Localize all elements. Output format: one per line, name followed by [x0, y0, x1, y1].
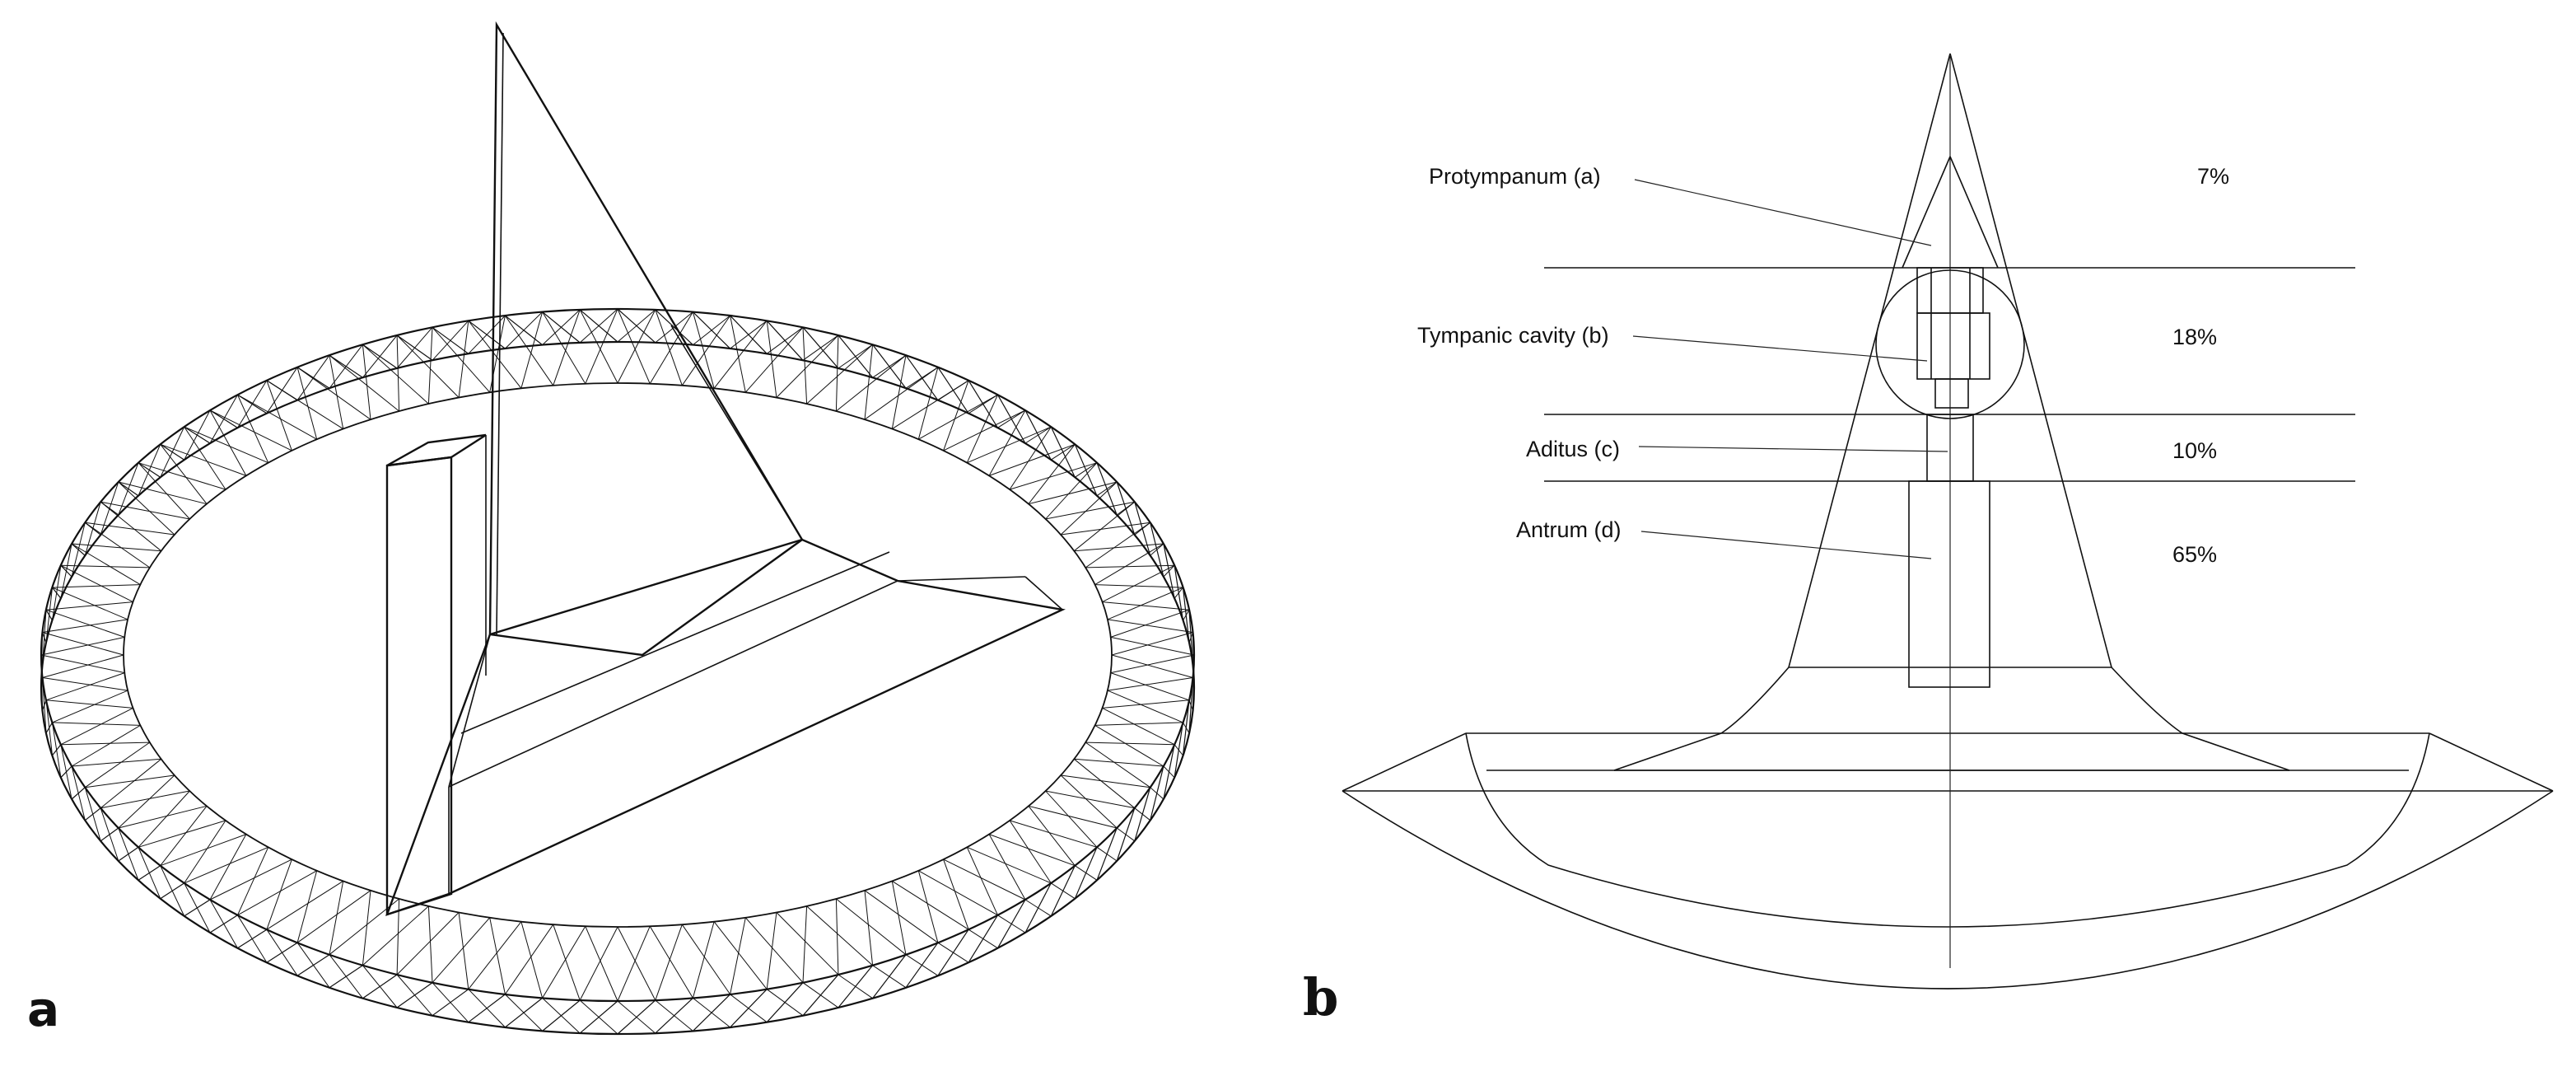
region-label-aditus: Aditus (c) [1526, 437, 1620, 461]
region-tympanic: Tympanic cavity (b) 18% [1417, 323, 2217, 362]
region-label-protympanum: Protympanum (a) [1429, 164, 1601, 189]
panel-a-letter: a [27, 981, 59, 1037]
panel-a-base-planes [385, 325, 1066, 916]
region-label-tympanic: Tympanic cavity (b) [1417, 323, 1609, 348]
panel-b-schematic: Protympanum (a) 7% Tympanic cavity (b) 1… [1303, 53, 2554, 1027]
leader-line-antrum [1640, 531, 1932, 559]
region-percent-tympanic: 18% [2172, 325, 2217, 349]
leader-line-protympanum [1634, 179, 1932, 246]
panel-a-block [385, 433, 487, 916]
region-percent-antrum: 65% [2172, 542, 2217, 567]
panel-b-cone [1613, 53, 2290, 968]
region-percent-aditus: 10% [2172, 438, 2217, 463]
panel-b-letter: b [1303, 967, 1338, 1027]
panel-b-tympanic-shape [1875, 267, 2025, 419]
region-protympanum: Protympanum (a) 7% [1429, 164, 2229, 246]
region-aditus: Aditus (c) 10% [1526, 437, 2217, 463]
panel-b-bowl [1342, 732, 2554, 989]
leader-line-tympanic [1632, 335, 1928, 362]
region-antrum: Antrum (d) 65% [1516, 517, 2217, 567]
region-label-antrum: Antrum (d) [1516, 517, 1622, 542]
leader-line-aditus [1638, 446, 1948, 452]
panel-a-vertical-fin [488, 21, 804, 657]
panel-b-protympanum-shape [1902, 156, 1999, 269]
panel-b-antrum-shape [1908, 480, 1990, 688]
panel-a-ring-mesh [40, 307, 1196, 1036]
panel-a-wireframe-model: a [27, 21, 1196, 1037]
region-percent-protympanum: 7% [2197, 164, 2229, 189]
